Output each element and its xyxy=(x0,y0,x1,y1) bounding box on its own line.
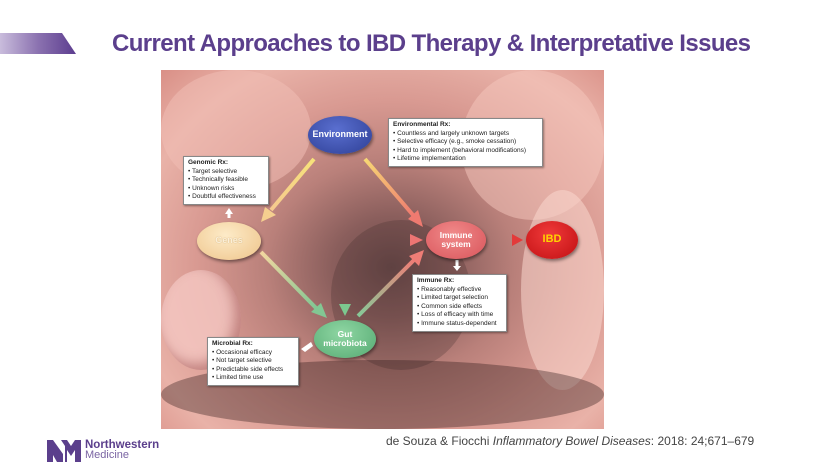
environmental-rx-item: Hard to implement (behavioral modificati… xyxy=(393,147,538,156)
microbial-rx-box: Microbial Rx: Occasional efficacy Not ta… xyxy=(207,337,299,386)
genes-label: Genes xyxy=(215,235,243,246)
arrowhead xyxy=(410,234,423,246)
pointer-to-immune-box xyxy=(453,266,461,271)
environmental-rx-item: Lifetime implementation xyxy=(393,155,538,164)
pointer-to-genomic-box xyxy=(225,208,233,214)
ibd-therapy-diagram: Environment Genes Immune system IBD Gut … xyxy=(161,70,604,429)
citation-authors: de Souza & Fiocchi xyxy=(386,434,493,448)
pointer-to-microbial-box xyxy=(301,342,313,352)
immune-label-line2: system xyxy=(441,239,471,249)
arrow-gut-to-immune xyxy=(356,258,416,318)
immune-rx-heading: Immune Rx: xyxy=(417,277,455,284)
citation-journal: Inflammatory Bowel Diseases xyxy=(492,434,651,448)
nm-logo-mark-icon xyxy=(47,440,81,462)
microbial-rx-item: Not target selective xyxy=(212,357,294,366)
gut-microbiota-node: Gut microbiota xyxy=(314,320,376,358)
arrow-environment-to-immune xyxy=(363,157,415,217)
environmental-rx-item: Countless and largely unknown targets xyxy=(393,130,538,139)
genomic-rx-item: Target selective xyxy=(188,168,264,177)
environment-node: Environment xyxy=(308,116,372,154)
environmental-rx-heading: Environmental Rx: xyxy=(393,121,451,128)
title-accent-bar xyxy=(0,33,76,54)
logo-line1: Northwestern xyxy=(85,439,160,451)
microbial-rx-item: Limited time use xyxy=(212,374,294,383)
immune-rx-item: Loss of efficacy with time xyxy=(417,311,502,320)
northwestern-medicine-logo: Northwestern Medicine xyxy=(47,439,160,462)
ibd-label: IBD xyxy=(542,233,562,246)
gut-label-line2: microbiota xyxy=(323,338,367,348)
microbial-rx-item: Occasional efficacy xyxy=(212,349,294,358)
ibd-node: IBD xyxy=(526,221,578,259)
microbial-rx-heading: Microbial Rx: xyxy=(212,340,253,347)
arrows-layer xyxy=(225,140,523,352)
immune-rx-item: Immune status-dependent xyxy=(417,320,502,329)
arrowhead xyxy=(408,210,423,227)
arrow-environment-to-genes xyxy=(269,157,316,212)
arrowhead xyxy=(261,207,276,222)
genomic-rx-item: Unknown risks xyxy=(188,185,264,194)
immune-rx-box: Immune Rx: Reasonably effective Limited … xyxy=(412,274,507,332)
arrowhead xyxy=(311,303,327,318)
microbial-rx-item: Predictable side effects xyxy=(212,366,294,375)
arrow-genes-to-gut xyxy=(259,250,318,310)
arrowhead xyxy=(512,234,523,246)
logo-line2: Medicine xyxy=(85,449,130,461)
genes-node: Genes xyxy=(197,222,261,260)
arrowhead xyxy=(339,304,351,316)
pointer-to-immune-box xyxy=(455,260,459,266)
genomic-rx-item: Technically feasible xyxy=(188,176,264,185)
environmental-rx-item: Selective efficacy (e.g., smoke cessatio… xyxy=(393,138,538,147)
immune-label-line1: Immune xyxy=(439,230,473,241)
environmental-rx-box: Environmental Rx: Countless and largely … xyxy=(388,118,543,167)
genomic-rx-item: Doubtful effectiveness xyxy=(188,193,264,202)
pointer-to-genomic-box xyxy=(227,213,231,218)
slide-title: Current Approaches to IBD Therapy & Inte… xyxy=(112,30,751,57)
environment-label: Environment xyxy=(312,129,368,140)
immune-rx-item: Limited target selection xyxy=(417,294,502,303)
gut-label-line1: Gut xyxy=(337,329,353,340)
immune-rx-item: Reasonably effective xyxy=(417,286,502,295)
immune-system-node: Immune system xyxy=(426,221,486,259)
citation: de Souza & Fiocchi Inflammatory Bowel Di… xyxy=(386,434,754,448)
logo-text: Northwestern Medicine xyxy=(85,439,160,461)
genomic-rx-heading: Genomic Rx: xyxy=(188,159,229,166)
citation-details: : 2018: 24;671–679 xyxy=(650,434,755,448)
arrowhead xyxy=(409,250,424,266)
immune-rx-item: Common side effects xyxy=(417,303,502,312)
genomic-rx-box: Genomic Rx: Target selective Technically… xyxy=(183,156,269,205)
